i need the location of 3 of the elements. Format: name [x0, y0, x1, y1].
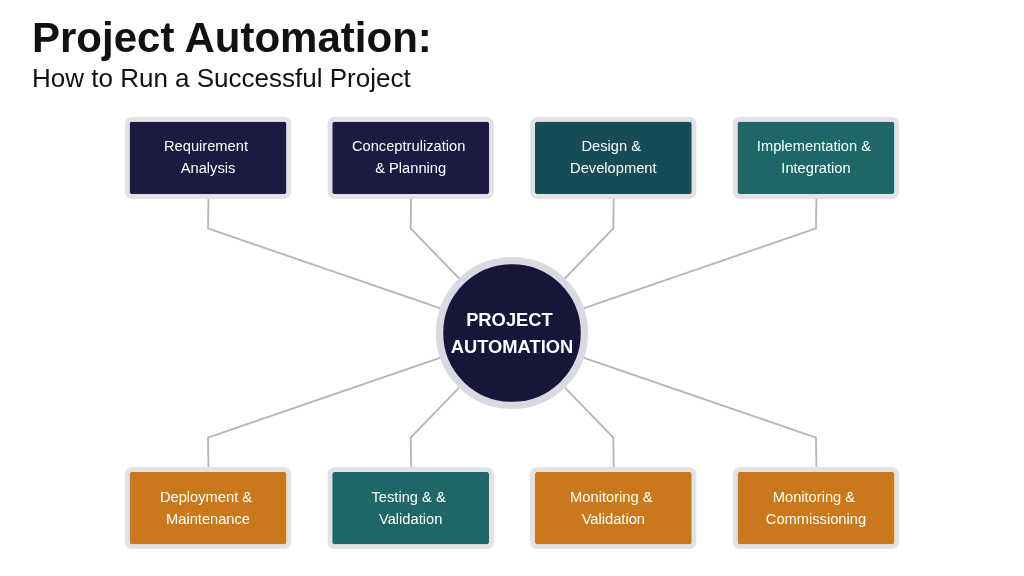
subtitle: How to Run a Successful Project	[32, 62, 411, 94]
node-circle: PROJECT AUTOMATION	[435, 256, 589, 410]
title: Project Automation:	[32, 14, 432, 62]
